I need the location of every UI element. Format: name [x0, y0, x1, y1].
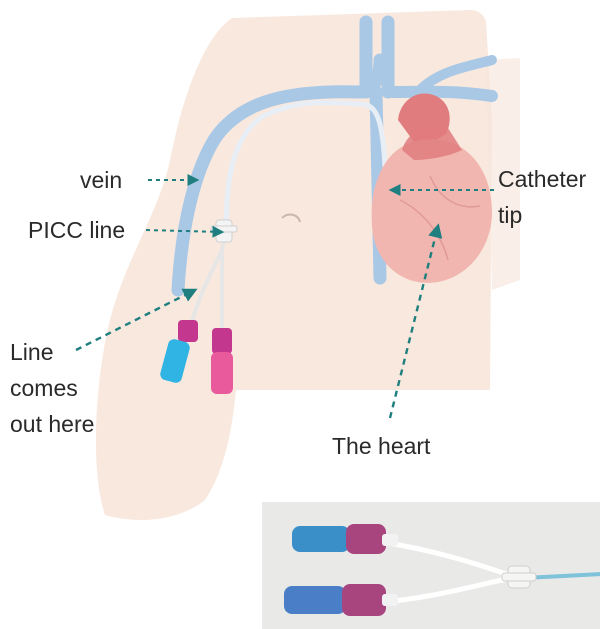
line-exit-label-line1: Line — [10, 338, 53, 367]
picc-line-photo — [262, 502, 600, 629]
line-exit-label-line3: out here — [10, 410, 94, 439]
line-exit-label-line2: comes — [10, 374, 78, 403]
catheter-tip-label-line1: Catheter — [498, 165, 586, 194]
heart-label: The heart — [332, 432, 430, 461]
pink-lumen-cap — [211, 328, 233, 394]
catheter-tip-label-line2: tip — [498, 201, 522, 230]
picc-line-label: PICC line — [28, 216, 125, 245]
vein-label: vein — [80, 166, 122, 195]
